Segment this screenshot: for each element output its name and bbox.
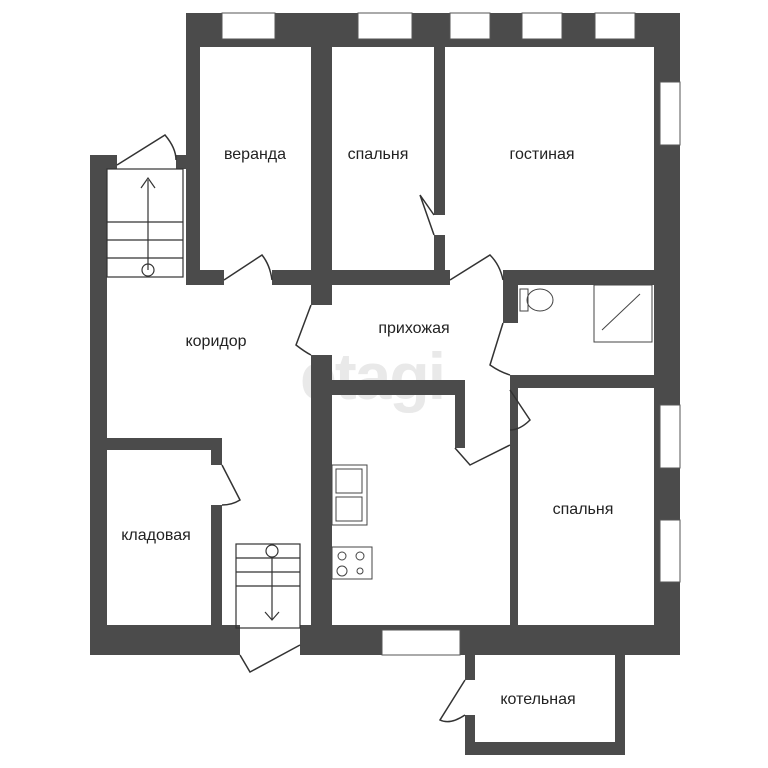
room-label-bedroom-right: спальня [552, 501, 614, 518]
fixtures [331, 284, 653, 580]
doors [116, 134, 531, 723]
room-label-corridor: коридор [185, 333, 247, 350]
room-label-veranda: веранда [223, 146, 287, 163]
room-label-living: гостиная [509, 146, 575, 163]
room-label-storage: кладовая [121, 527, 191, 544]
room-label-bedroom-top: спальня [347, 146, 409, 163]
windows [221, 12, 681, 656]
staircase-upper [106, 168, 184, 278]
staircase-lower [235, 543, 301, 629]
room-label-hallway: прихожая [378, 320, 450, 337]
room-label-boiler: котельная [500, 691, 576, 708]
